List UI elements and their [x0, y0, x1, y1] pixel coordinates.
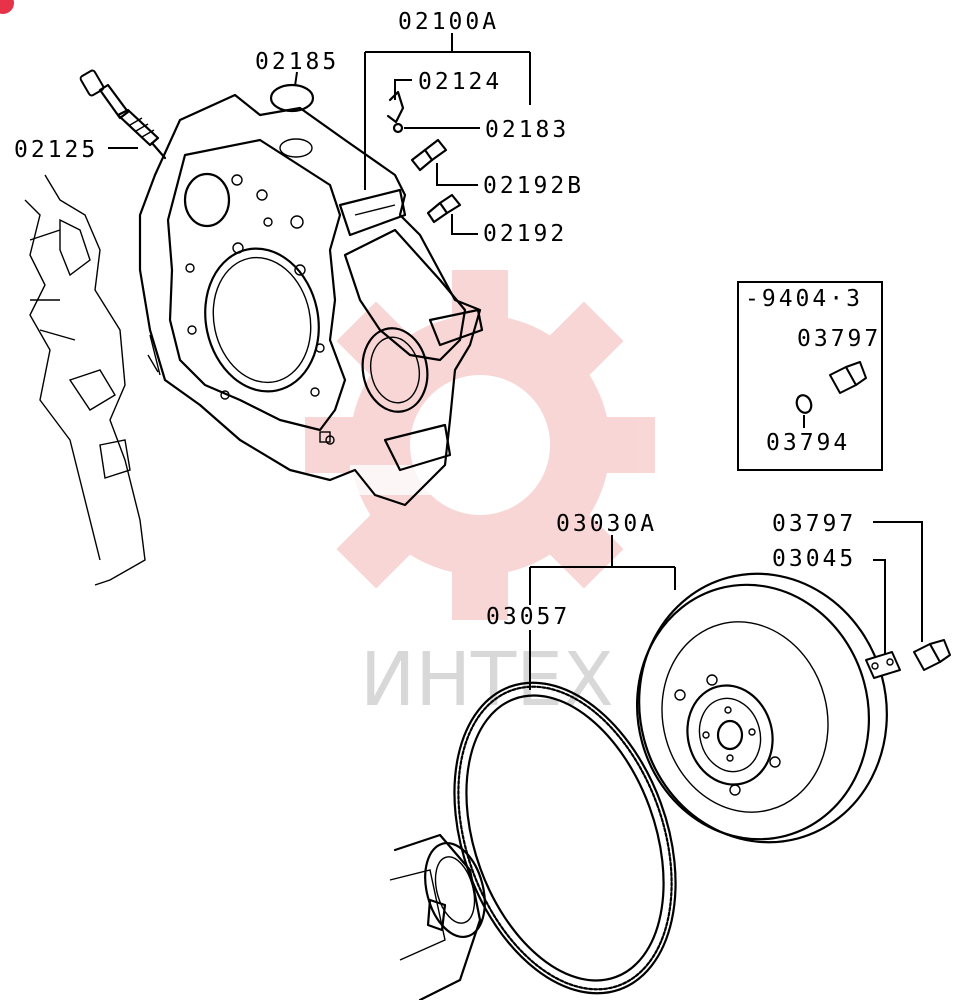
callout-03030A: 03030A — [556, 511, 657, 537]
crankshaft-end — [389, 833, 486, 1000]
watermark-text: ИНТЕХ — [360, 637, 614, 723]
callout-02124: 02124 — [418, 69, 502, 95]
corner-badge — [0, 0, 14, 14]
flywheel-fasteners — [865, 639, 951, 679]
callout-labels: 02100A 02185 02124 02183 02192B 02192 02… — [14, 9, 856, 630]
callout-03045: 03045 — [772, 546, 856, 572]
callout-02192: 02192 — [483, 221, 567, 247]
leader-lines — [108, 33, 923, 690]
callout-02183: 02183 — [485, 117, 569, 143]
inset-washer — [795, 394, 813, 414]
callout-02192B: 02192B — [483, 173, 584, 199]
inset-header: -9404·3 — [745, 286, 863, 312]
inset-callout-03797: 03797 — [797, 326, 881, 352]
callout-02185: 02185 — [255, 49, 339, 75]
callout-02125: 02125 — [14, 137, 98, 163]
callout-03057: 03057 — [486, 604, 570, 630]
sensor-part — [79, 69, 167, 160]
inset-callout-03794: 03794 — [766, 430, 850, 456]
inset-box: -9404·3 03797 03794 — [737, 281, 883, 471]
callout-03797: 03797 — [772, 511, 856, 537]
engine-block-outline — [24, 174, 146, 586]
watermark-gear-logo: ИНТЕХ — [305, 270, 655, 723]
callout-02100A: 02100A — [398, 9, 499, 35]
plug-part — [269, 83, 315, 113]
flywheel-housing — [138, 93, 484, 507]
small-fasteners — [386, 90, 462, 224]
ring-gear — [453, 681, 677, 995]
